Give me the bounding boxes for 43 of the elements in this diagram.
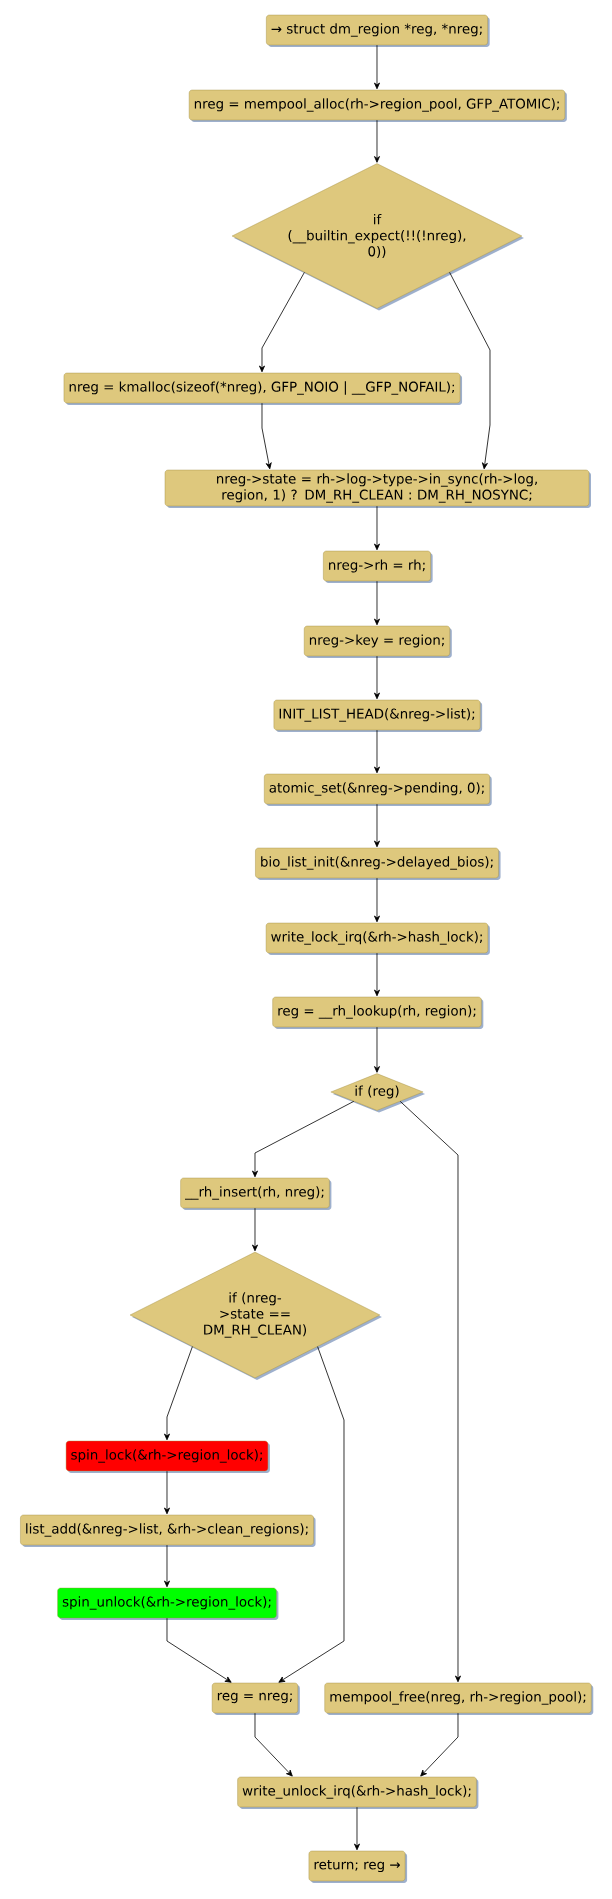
arrow bbox=[374, 952, 380, 997]
process-box: nreg->rh = rh; bbox=[323, 550, 433, 583]
arrow bbox=[278, 1346, 345, 1683]
arrow bbox=[420, 1712, 459, 1777]
arrow bbox=[374, 655, 380, 700]
arrow bbox=[399, 1100, 461, 1683]
process-box: write_lock_irq(&rh->hash_lock); bbox=[265, 922, 490, 955]
arrow bbox=[374, 1026, 380, 1073]
arrow bbox=[164, 1544, 170, 1588]
arrow bbox=[374, 119, 380, 163]
arrow bbox=[252, 1100, 355, 1178]
arrow bbox=[374, 729, 380, 774]
process-box: list_add(&nreg->list, &rh->clean_regions); bbox=[20, 1514, 316, 1547]
process-box: nreg->state = rh->log->type->in_sync(rh->log, region, 1) ? DM_RH_CLEAN : DM_RH_NOSYNC; bbox=[164, 469, 591, 508]
arrow bbox=[374, 877, 380, 923]
process-box: mempool_free(nreg, rh->region_pool); bbox=[324, 1682, 594, 1715]
arrow bbox=[374, 580, 380, 626]
arrow bbox=[164, 1470, 170, 1515]
arrow bbox=[164, 1346, 193, 1441]
process-box: bio_list_init(&nreg->delayed_bios); bbox=[255, 847, 501, 880]
process-box: spin_unlock(&rh->region_lock); bbox=[57, 1587, 279, 1620]
arrow bbox=[449, 271, 491, 470]
arrow bbox=[254, 1712, 293, 1777]
arrow bbox=[374, 803, 380, 848]
process-box: nreg = kmalloc(sizeof(*nreg), GFP_NOIO | __GFP_NOFAIL); bbox=[63, 372, 463, 405]
process-box: nreg->key = region; bbox=[304, 625, 452, 658]
process-box: → struct dm_region *reg, *nreg; bbox=[266, 14, 490, 47]
process-box: nreg = mempool_alloc(rh->region_pool, GFP_ATOMIC); bbox=[188, 89, 567, 122]
arrow bbox=[261, 402, 272, 470]
arrow bbox=[259, 271, 305, 373]
arrow bbox=[252, 1207, 258, 1252]
process-box: atomic_set(&nreg->pending, 0); bbox=[264, 773, 492, 806]
process-box: write_unlock_irq(&rh->hash_lock); bbox=[237, 1776, 479, 1809]
arrow bbox=[354, 1806, 360, 1851]
process-box: INIT_LIST_HEAD(&nreg->list); bbox=[273, 699, 483, 732]
arrow bbox=[374, 505, 380, 551]
process-box: return; reg → bbox=[308, 1850, 408, 1883]
arrow bbox=[166, 1617, 232, 1683]
process-box: reg = nreg; bbox=[211, 1682, 300, 1715]
process-box: __rh_insert(rh, nreg); bbox=[180, 1177, 332, 1210]
process-box: spin_lock(&rh->region_lock); bbox=[65, 1440, 270, 1473]
process-box: reg = __rh_lookup(rh, region); bbox=[272, 996, 484, 1029]
arrow bbox=[374, 44, 380, 90]
